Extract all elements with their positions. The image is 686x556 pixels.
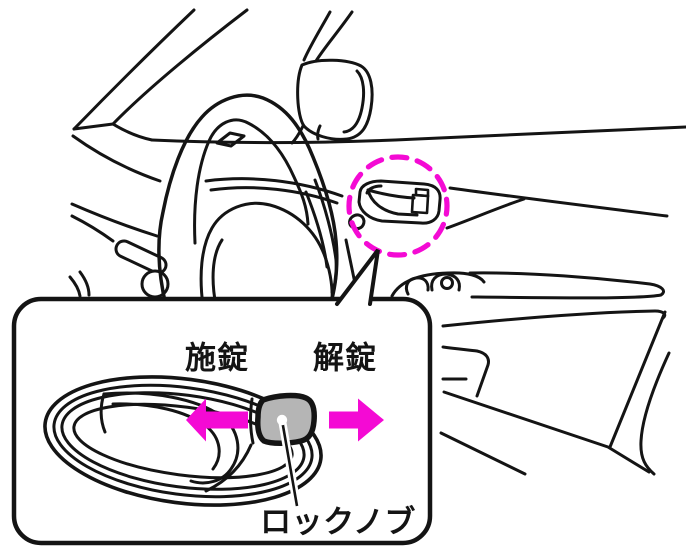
- arrow-right-icon: [329, 398, 384, 442]
- lock-label: 施錠: [185, 340, 249, 376]
- lock-knob-dot: [276, 414, 288, 426]
- side-mirror: [290, 10, 374, 145]
- leader-line: [276, 414, 301, 507]
- inner-door-handle: [348, 179, 442, 231]
- door-panel: [344, 186, 669, 295]
- door-armrest: [390, 271, 671, 476]
- steering-wheel: [157, 93, 339, 308]
- lock-knob-label: ロックノブ: [260, 504, 416, 540]
- instrument-cluster-brow: [204, 131, 344, 205]
- callout-pointer: [335, 248, 380, 306]
- highlight-dashed-circle-icon: [346, 154, 450, 258]
- callout-box: [11, 248, 433, 546]
- unlock-label: 解錠: [313, 340, 377, 376]
- arrow-left-icon: [186, 398, 248, 442]
- car-interior-scene: [68, 8, 686, 476]
- dashboard-left: [68, 134, 162, 298]
- a-pillar: [72, 8, 249, 142]
